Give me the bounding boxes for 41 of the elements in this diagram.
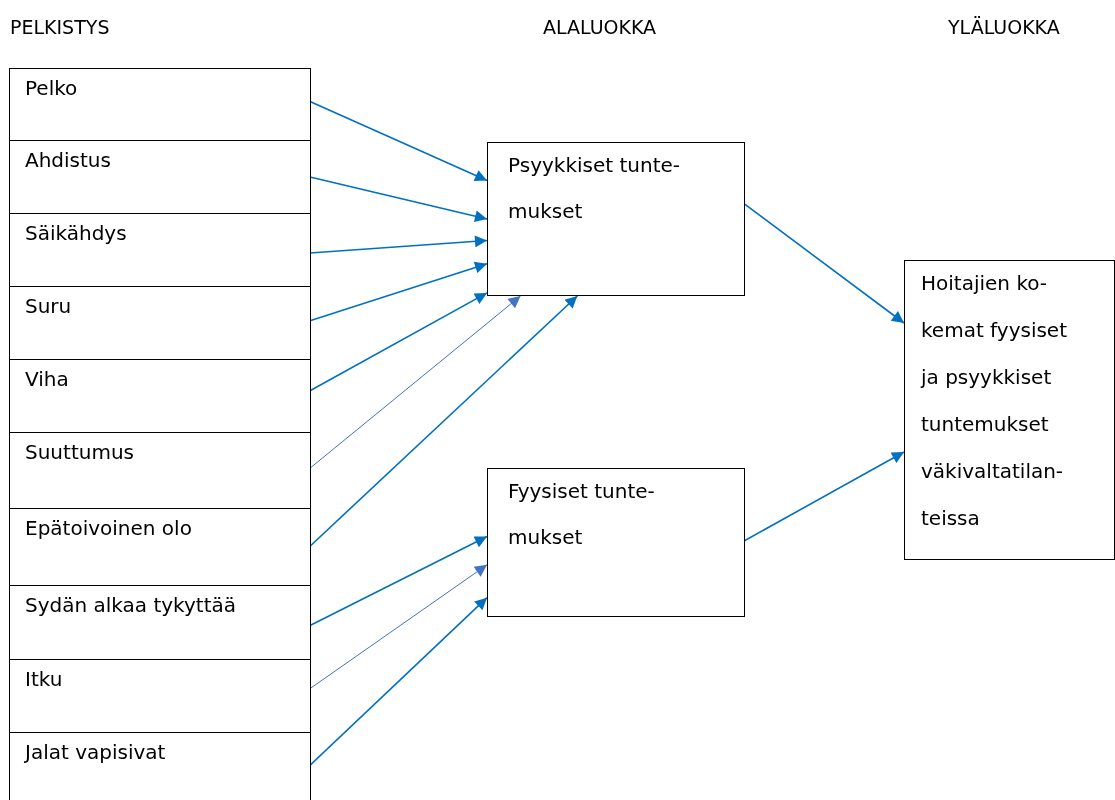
text-box [9, 286, 311, 360]
arrow [309, 535, 488, 627]
arrow [309, 295, 579, 547]
box-label: Säikähdys [25, 223, 127, 243]
arrow [309, 564, 488, 690]
text-box [9, 585, 311, 660]
box-label: Fyysiset tunte- mukset [508, 478, 656, 551]
text-box [9, 732, 311, 800]
column-heading: ALALUOKKA [543, 16, 657, 38]
box-label: Jalat vapisivat [25, 742, 166, 762]
text-box [487, 142, 745, 296]
box-label: Sydän alkaa tykyttää [25, 595, 236, 615]
text-box [9, 213, 311, 287]
arrow [743, 202, 905, 324]
text-box [904, 260, 1115, 560]
box-label: Pelko [25, 78, 78, 98]
arrow [309, 295, 522, 469]
text-box [9, 432, 311, 509]
column-heading: YLÄLUOKKA [948, 16, 1060, 38]
box-label: Ahdistus [25, 150, 111, 170]
box-label: Viha [25, 369, 69, 389]
column-heading: PELKISTYS [10, 16, 110, 38]
text-box [9, 359, 311, 433]
arrow [309, 261, 488, 322]
arrow [309, 596, 488, 767]
arrow [309, 176, 488, 223]
box-label: Suru [25, 296, 72, 316]
box-label: Itku [25, 669, 63, 689]
text-box [487, 468, 745, 617]
box-label: Epätoivoinen olo [25, 518, 192, 538]
text-box [9, 659, 311, 733]
text-box [9, 140, 311, 214]
arrow [309, 100, 488, 182]
arrow [309, 292, 488, 392]
box-label: Suuttumus [25, 442, 134, 462]
arrow [309, 235, 488, 254]
text-box [9, 68, 311, 141]
box-label: Psyykkiset tunte- mukset [508, 152, 681, 225]
arrow [743, 451, 905, 542]
box-label: Hoitajien ko- kemat fyysiset ja psyykkiset tuntemukset väkivaltatilan- teissa [921, 270, 1068, 532]
text-box [9, 508, 311, 586]
